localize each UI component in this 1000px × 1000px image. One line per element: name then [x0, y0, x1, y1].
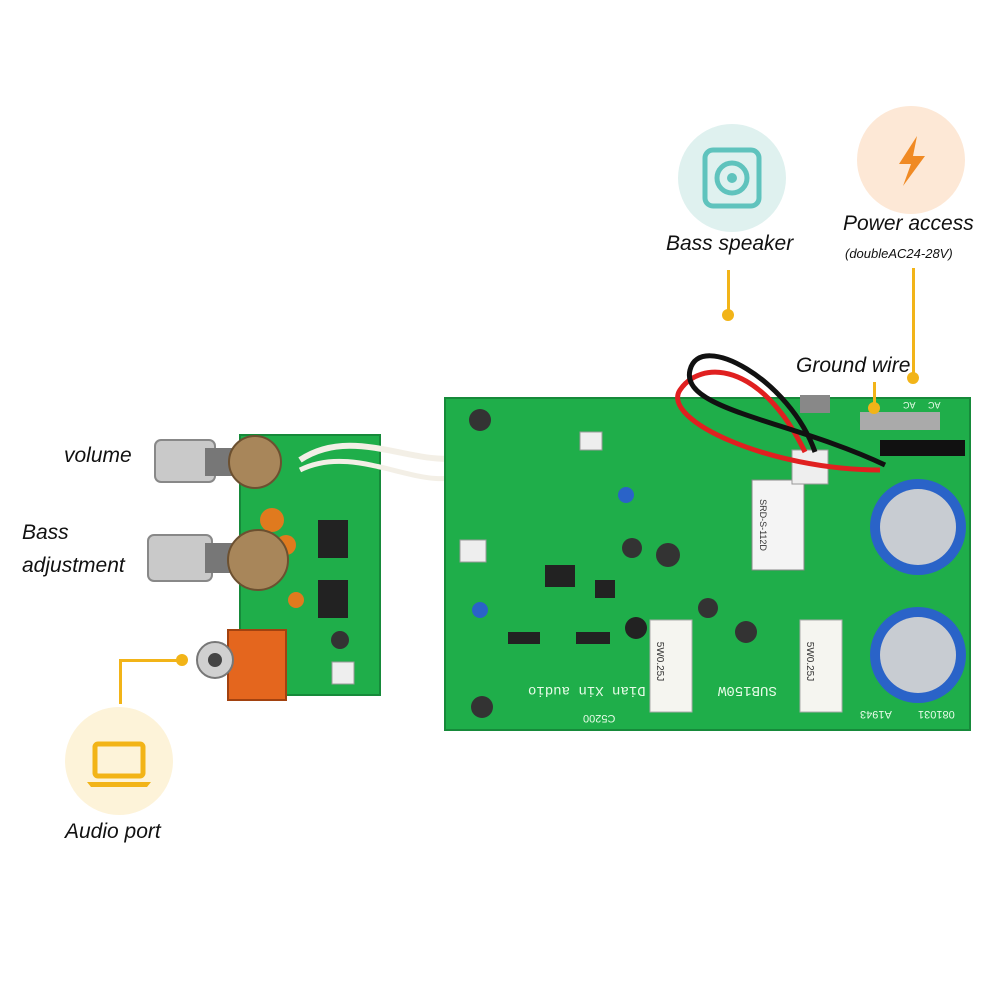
power-access-badge	[857, 106, 965, 214]
power-access-note: (doubleAC24-28V)	[845, 246, 953, 261]
bass-adjustment-label-line2: adjustment	[22, 554, 125, 577]
speaker-wire-red	[675, 369, 881, 473]
pcb-terminal-ac2-text: AC	[928, 400, 941, 410]
pcb-transistor-right-text: A1943	[860, 708, 892, 720]
pcb-brand-text: Dian Xin audio	[528, 682, 646, 698]
audio-port-label: Audio port	[65, 820, 161, 843]
bass-speaker-label: Bass speaker	[666, 232, 794, 255]
bass-adjustment-label-line1: Bass	[22, 521, 69, 544]
audio-port-dot	[176, 654, 188, 666]
audio-port-leader-v	[119, 659, 122, 704]
laptop-icon	[87, 741, 151, 787]
pcb-relay-text: SRD-S-112D	[757, 499, 768, 551]
volume-potentiometer	[154, 435, 282, 489]
volume-label: volume	[64, 444, 132, 467]
pcb-model-text: SUB150W	[718, 682, 777, 698]
audio-port-leader-h	[120, 659, 180, 662]
ground-wire-dot	[868, 402, 880, 414]
bass-speaker-leader	[727, 270, 730, 314]
pcb-transistor-left-text: C5200	[583, 712, 616, 724]
audio-port-badge	[65, 707, 173, 815]
ground-wire-leader	[873, 382, 876, 406]
pcb-resistor-1-text: 5W0.25J	[654, 641, 666, 682]
bass-potentiometer	[147, 529, 289, 591]
pcb-terminal-ac1-text: AC	[903, 400, 916, 410]
main-amplifier-board	[444, 395, 971, 731]
pcb-board-code-text: 081031	[918, 708, 955, 720]
lightning-bolt-icon	[899, 136, 925, 186]
ground-wire-label: Ground wire	[796, 354, 911, 377]
power-access-label: Power access	[843, 212, 974, 235]
speaker-wire-black	[686, 353, 887, 468]
bass-speaker-dot	[722, 309, 734, 321]
power-access-leader	[912, 268, 915, 376]
pcb-resistor-2-text: 5W0.25J	[804, 641, 816, 682]
power-access-dot	[907, 372, 919, 384]
rca-audio-jack	[196, 629, 287, 701]
speaker-icon	[702, 147, 762, 209]
bass-speaker-badge	[678, 124, 786, 232]
